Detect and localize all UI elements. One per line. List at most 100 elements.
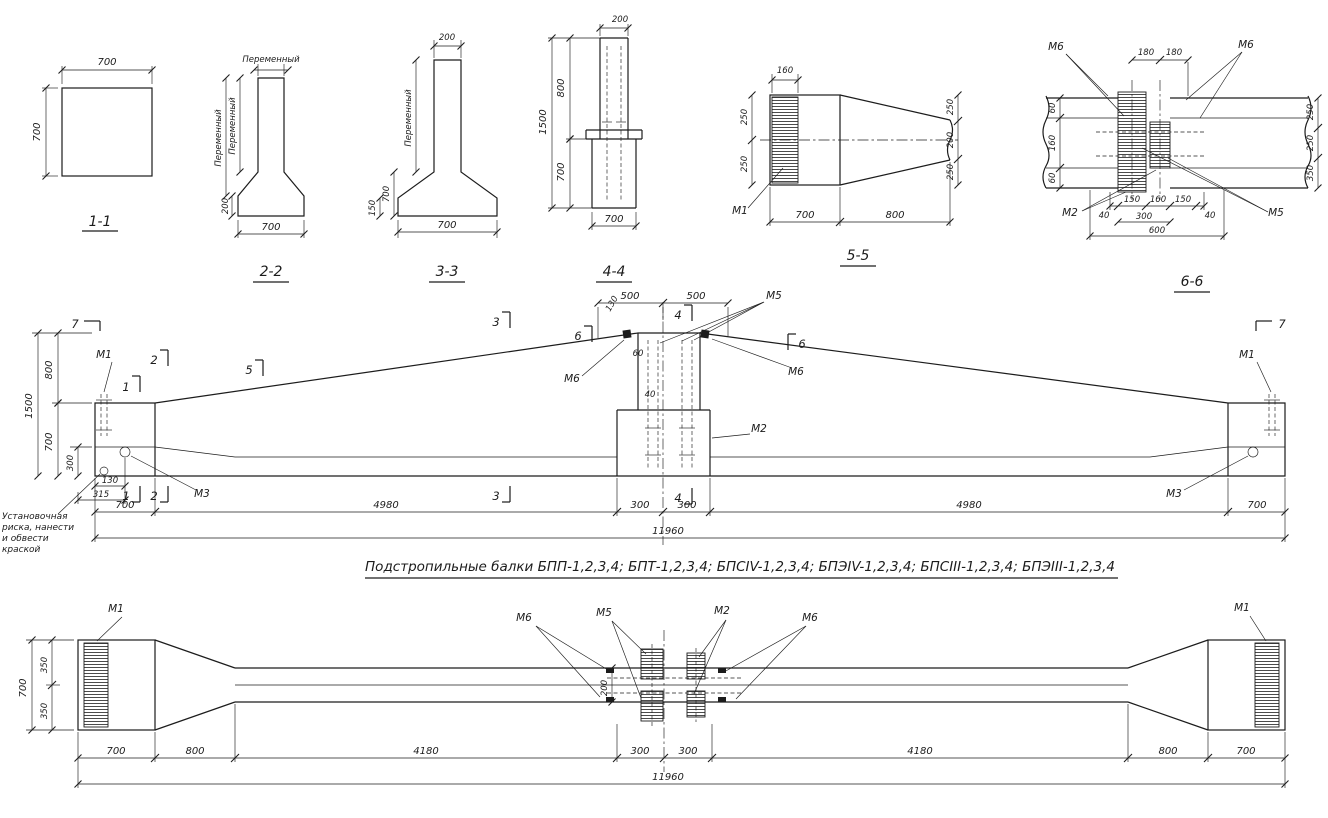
dim-label: 4180 [907,746,932,757]
dim-label: 700 [261,222,280,233]
dim-label: Переменный [404,89,414,147]
mark-label: М3 [194,488,210,500]
leader-line [1183,455,1249,491]
mark-label: М5 [1268,207,1284,219]
section-2-2: Переменный Переменный Переменный 200 700… [214,55,308,283]
dim-label: 700 [795,210,814,221]
section-title: 4-4 [603,264,626,280]
dim-label: 350 [40,703,50,719]
dim-label: 300 [630,500,649,511]
dim-label: 700 [382,186,392,202]
section-4-4: 200 1500 800 700 700 4-4 [538,15,643,283]
mark-label: М2 [1062,207,1078,219]
cut-number: 3 [492,489,499,503]
note-line: Установочная [2,512,68,522]
mark-label: М1 [732,205,748,217]
plan-view: М1 М6 М5 М2 М6 М1 700 350 350 200 700 80… [18,602,1289,788]
dim-label: 250 [946,164,956,180]
leader-line [1185,51,1243,101]
dim-label: 500 [620,291,639,302]
mark-label: М6 [1238,39,1254,51]
section-title: 6-6 [1181,274,1204,290]
dim-label: 700 [604,214,623,225]
dim-label: 250 [946,99,956,115]
dim-label: 200 [221,198,231,214]
leader-line [57,473,101,515]
dim-label: 160 [777,66,793,76]
leader-line [611,620,642,699]
section-6-6: М6 М6 180 180 60 160 60 250 250 350 150 … [1042,39,1323,293]
leader-line [1081,191,1127,212]
cut-number: 3 [492,315,499,329]
cut-number: 7 [1278,317,1286,331]
dim-label: 40 [1099,211,1110,221]
elevation-view: М1 М1 М3 М3 М2 М5 М6 М6 7 7 1 1 2 2 5 3 … [24,290,1289,545]
dim-label: 11960 [652,772,684,783]
leader-line [103,361,113,393]
dim-label: 60 [633,349,644,359]
dim-label: 200 [946,132,956,148]
leader-line [1141,147,1269,213]
dim-label: 700 [115,500,134,511]
dim-label: Переменный [228,97,238,155]
dim-label: 200 [600,680,610,696]
section-outline [61,87,153,177]
leader-line [581,339,625,377]
leader-line [1199,51,1243,119]
leader-line [1249,615,1267,642]
mark-label: М6 [1048,41,1064,53]
dim-label: 60 [1048,173,1058,184]
dim-label: 700 [556,162,567,181]
dim-label: 180 [1138,48,1154,58]
dim-label: 4980 [956,500,981,511]
cut-number: 4 [674,308,681,322]
dim-label: 4980 [373,500,398,511]
dim-label: Переменный [242,55,300,65]
dim-label: 800 [44,360,55,379]
leader-line [723,625,807,673]
joint-plate [686,652,706,680]
dim-label: 1500 [538,109,549,134]
leader-line [698,619,727,658]
dim-label: 700 [97,57,116,68]
m6-plate [718,668,726,673]
note-line: и обвести [2,534,49,544]
m6-plate [622,329,632,339]
leader-line [535,625,601,698]
note-line: риска, нанести [1,523,74,533]
dim-label: 250 [1306,135,1316,151]
leader-line [681,301,765,342]
installation-note: Установочная риска, нанести и обвести кр… [1,512,74,555]
dim-label: 300 [678,746,697,757]
dim-label: 315 [93,490,109,500]
dim-label: 160 [1150,195,1166,205]
note-line: краской [2,545,41,555]
mark-label: М1 [96,349,112,361]
dim-label: 250 [740,156,750,172]
cut-number: 1 [122,380,129,394]
leader-line [747,167,784,209]
dim-label: 300 [1136,212,1152,222]
section-title: 1-1 [89,214,112,230]
m6-plate [606,668,614,673]
leader-line [130,455,197,491]
section-outline [397,59,498,217]
dim-label: 800 [185,746,204,757]
dim-label: 4180 [413,746,438,757]
dim-label: 800 [885,210,904,221]
leader-line [693,619,727,695]
dim-label: 700 [437,220,456,231]
leader-line [711,338,793,369]
mark-label: М6 [516,612,532,624]
mark-label: М2 [714,605,730,617]
mark-label: М5 [596,607,612,619]
cut-number: 2 [150,353,157,367]
m1-plate [83,642,109,728]
end-block [1207,639,1286,731]
dim-label: 200 [612,15,628,25]
drawing-title: Подстропильные балки БПП-1,2,3,4; БПТ-1,… [365,559,1115,575]
leader-line [1065,53,1109,97]
mark-label: М1 [108,603,124,615]
cut-number: 6 [798,337,805,351]
